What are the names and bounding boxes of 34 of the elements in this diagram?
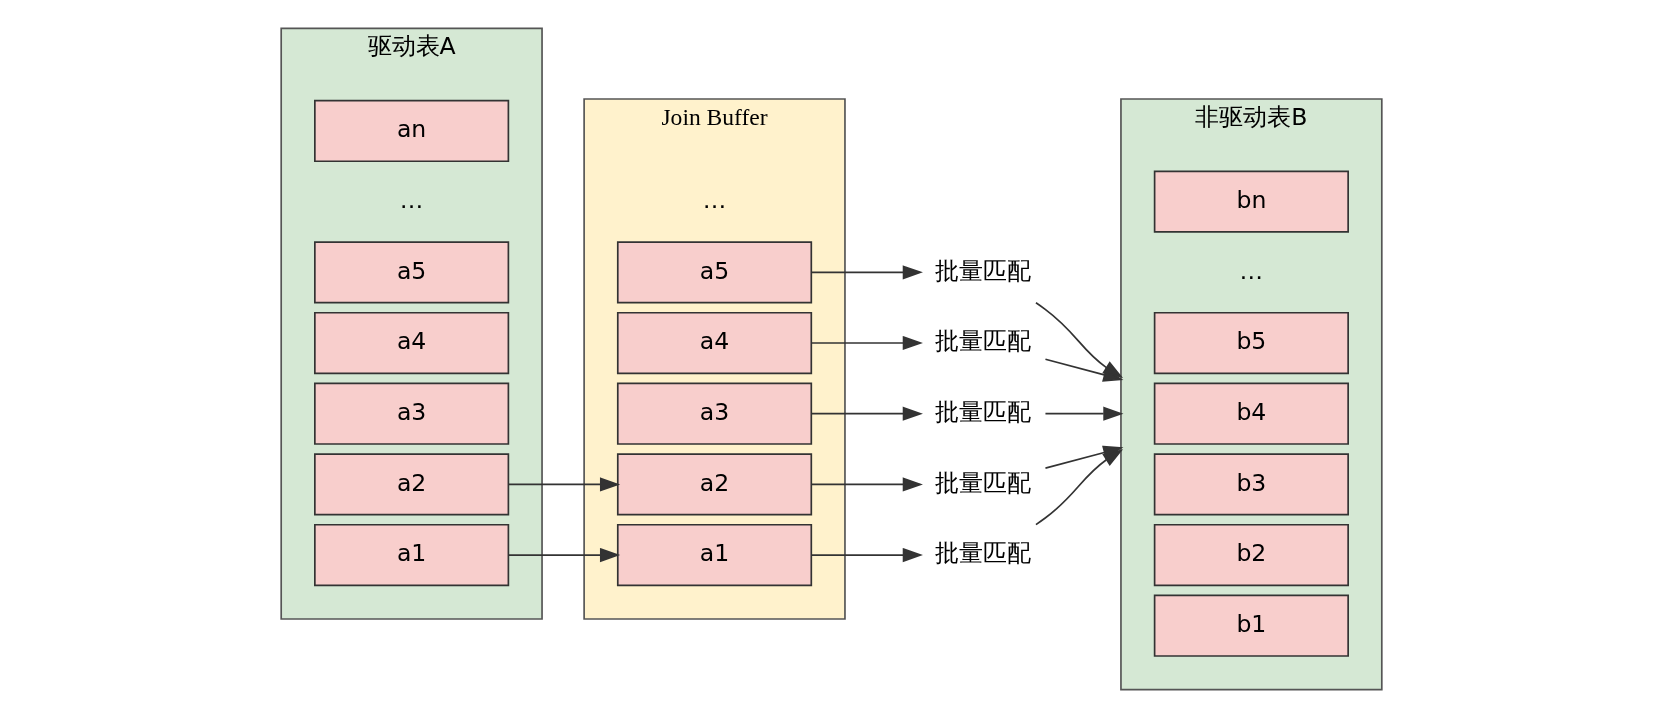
- node-box: b5: [1153, 311, 1349, 375]
- node-box: b2: [1153, 523, 1349, 587]
- arrow: [1034, 301, 1123, 378]
- node-box: a4: [313, 311, 509, 375]
- node-box: a1: [616, 523, 812, 587]
- node-text: 批量匹配: [934, 328, 1031, 355]
- node-box: a2: [616, 453, 812, 516]
- node-box: an: [313, 99, 509, 163]
- node-box: a3: [616, 382, 812, 445]
- node-text: 批量匹配: [934, 469, 1031, 496]
- arrow: [810, 548, 923, 563]
- node-box: a4: [616, 311, 812, 375]
- node-box: bn: [1153, 170, 1349, 233]
- node-box: b1: [1153, 594, 1349, 657]
- node-box: a5: [313, 241, 509, 304]
- label: …: [399, 185, 423, 214]
- arrow: [810, 406, 923, 421]
- node-box: a5: [616, 241, 812, 304]
- arrow: [507, 548, 620, 563]
- arrow: [1044, 406, 1123, 421]
- label: …: [702, 185, 726, 214]
- arrow: [810, 335, 923, 351]
- arrow: [810, 265, 923, 280]
- node-box: b4: [1153, 382, 1349, 445]
- arrow: [810, 477, 923, 492]
- node-box: b3: [1153, 453, 1349, 516]
- label: …: [1239, 256, 1263, 285]
- node-box: a1: [313, 523, 509, 587]
- node-box: a3: [313, 382, 509, 445]
- node-text: 批量匹配: [934, 540, 1031, 567]
- node-box: a2: [313, 453, 509, 516]
- node-text: 批量匹配: [934, 257, 1031, 284]
- node-text: 批量匹配: [934, 398, 1031, 425]
- arrow: [507, 477, 620, 492]
